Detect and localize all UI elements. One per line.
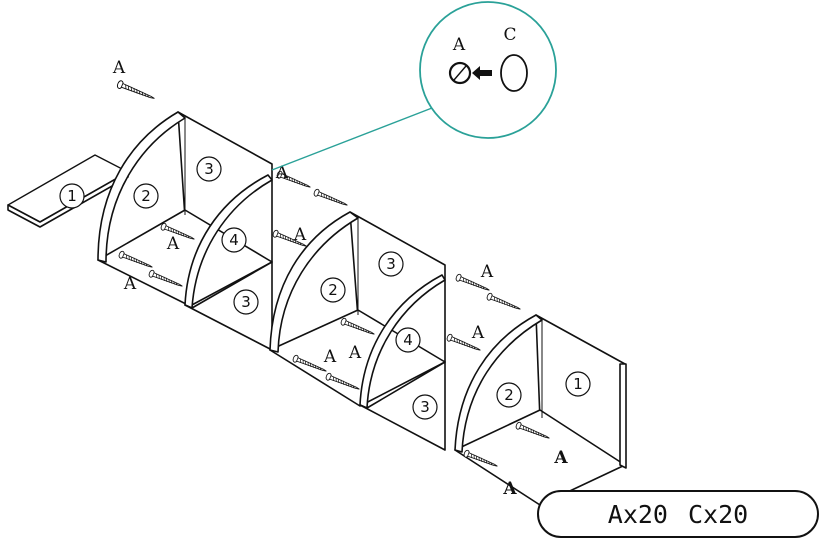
screw-label: A bbox=[348, 343, 362, 363]
screw-label: A bbox=[471, 323, 485, 343]
svg-text:1: 1 bbox=[67, 187, 77, 205]
svg-text:2: 2 bbox=[141, 187, 151, 205]
panel-marker-4: 4 bbox=[395, 327, 421, 353]
cap-count: Cx20 bbox=[688, 499, 749, 529]
panel-marker-2: 2 bbox=[320, 277, 346, 303]
shelf-module-2 bbox=[269, 211, 446, 451]
panel-marker-3: 3 bbox=[196, 156, 222, 182]
screw-label: A bbox=[123, 274, 137, 294]
screw-label: A bbox=[293, 225, 307, 245]
panel-marker-1-left: 1 bbox=[59, 183, 85, 209]
cover-cap-icon bbox=[500, 54, 528, 92]
screw-label: A bbox=[480, 262, 494, 282]
panel-marker-3: 3 bbox=[378, 251, 404, 277]
svg-text:2: 2 bbox=[504, 386, 514, 404]
screw-label: A bbox=[323, 347, 337, 367]
svg-text:3: 3 bbox=[204, 160, 214, 178]
arrow-left-icon bbox=[472, 66, 492, 80]
screw-label: A bbox=[166, 234, 180, 254]
panel-marker-1-right: 1 bbox=[565, 371, 591, 397]
callout-screw-label: A bbox=[452, 35, 466, 55]
panel-number-markers: 1 2 3 4 3 2 3 4 3 2 1 bbox=[59, 156, 591, 420]
svg-text:4: 4 bbox=[229, 231, 239, 249]
screw-count: Ax20 bbox=[607, 499, 668, 529]
screw-label: A bbox=[553, 448, 568, 468]
screw-icon bbox=[312, 188, 350, 209]
svg-text:3: 3 bbox=[420, 398, 430, 416]
panel-marker-3: 3 bbox=[412, 394, 438, 420]
panel-marker-2: 2 bbox=[496, 382, 522, 408]
panel-marker-2: 2 bbox=[133, 183, 159, 209]
svg-text:3: 3 bbox=[386, 255, 396, 273]
screw-head-icon bbox=[448, 61, 472, 85]
parts-count-box: Ax20 Cx20 bbox=[537, 490, 819, 538]
svg-text:2: 2 bbox=[328, 281, 338, 299]
screw-label: A bbox=[112, 58, 126, 78]
screw-icon bbox=[485, 292, 523, 313]
callout-cap-label: C bbox=[503, 25, 516, 45]
screw-labels: A A A A A A A A A A A bbox=[112, 58, 569, 499]
svg-text:3: 3 bbox=[241, 293, 251, 311]
shelf-module-1 bbox=[97, 111, 273, 351]
detail-callout: A C bbox=[271, 1, 557, 171]
panel-marker-3: 3 bbox=[233, 289, 259, 315]
panel-marker-4: 4 bbox=[221, 227, 247, 253]
svg-text:4: 4 bbox=[403, 331, 413, 349]
svg-text:1: 1 bbox=[573, 375, 583, 393]
screw-label: A bbox=[502, 479, 517, 499]
screw-icon bbox=[115, 79, 157, 103]
shelf-module-3 bbox=[454, 314, 627, 506]
